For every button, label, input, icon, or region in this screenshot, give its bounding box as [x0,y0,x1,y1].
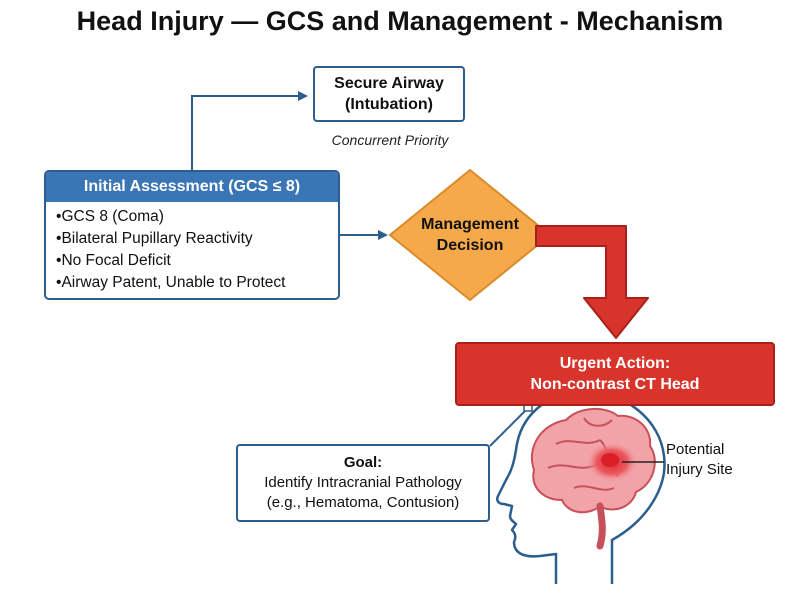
brain-fold [573,485,615,491]
brain-stem [596,502,606,550]
assessment-header: Initial Assessment (GCS ≤ 8) [46,172,338,202]
connector-to-airway [191,91,308,170]
concurrent-priority-note: Concurrent Priority [331,132,449,148]
goal-line2: (e.g., Hematoma, Contusion) [266,494,460,511]
assessment-item: No Focal Deficit [56,250,338,272]
decision-diamond [388,168,552,302]
injury-site-core [601,453,619,467]
brain-fold [583,417,613,427]
secure-airway-box: Secure Airway (Intubation) [313,66,465,122]
connector-to-goal [489,407,529,447]
action-line2: Non-contrast CT Head [530,376,700,393]
initial-assessment-box: Initial Assessment (GCS ≤ 8) GCS 8 (Coma… [44,170,340,300]
urgent-arrow [535,225,649,339]
action-line1: Urgent Action: [559,355,671,372]
page-title: Head Injury — GCS and Management - Mecha… [76,6,724,36]
assessment-item: Airway Patent, Unable to Protect [56,272,338,294]
goal-box: Goal: Identify Intracranial Pathology (e… [236,444,490,522]
urgent-action-box: Urgent Action: Non-contrast CT Head [455,342,775,406]
decision-line1: Management [421,216,519,233]
assessment-item: GCS 8 (Coma) [56,206,338,228]
management-decision-label: Management Decision [410,214,530,256]
assessment-list: GCS 8 (Coma) Bilateral Pupillary Reactiv… [46,206,338,294]
injury-line2: Injury Site [666,461,733,478]
assessment-item: Bilateral Pupillary Reactivity [56,228,338,250]
head-silhouette-icon [496,390,666,584]
airway-label-line1: Secure Airway [334,75,444,92]
airway-label-line2: (Intubation) [345,96,433,113]
injury-line1: Potential [666,441,725,458]
goal-title: Goal: [343,454,383,471]
potential-injury-label: Potential Injury Site [666,440,766,480]
decision-line2: Decision [436,237,504,254]
goal-line1: Identify Intracranial Pathology [264,474,462,491]
brain-fold [555,439,601,445]
